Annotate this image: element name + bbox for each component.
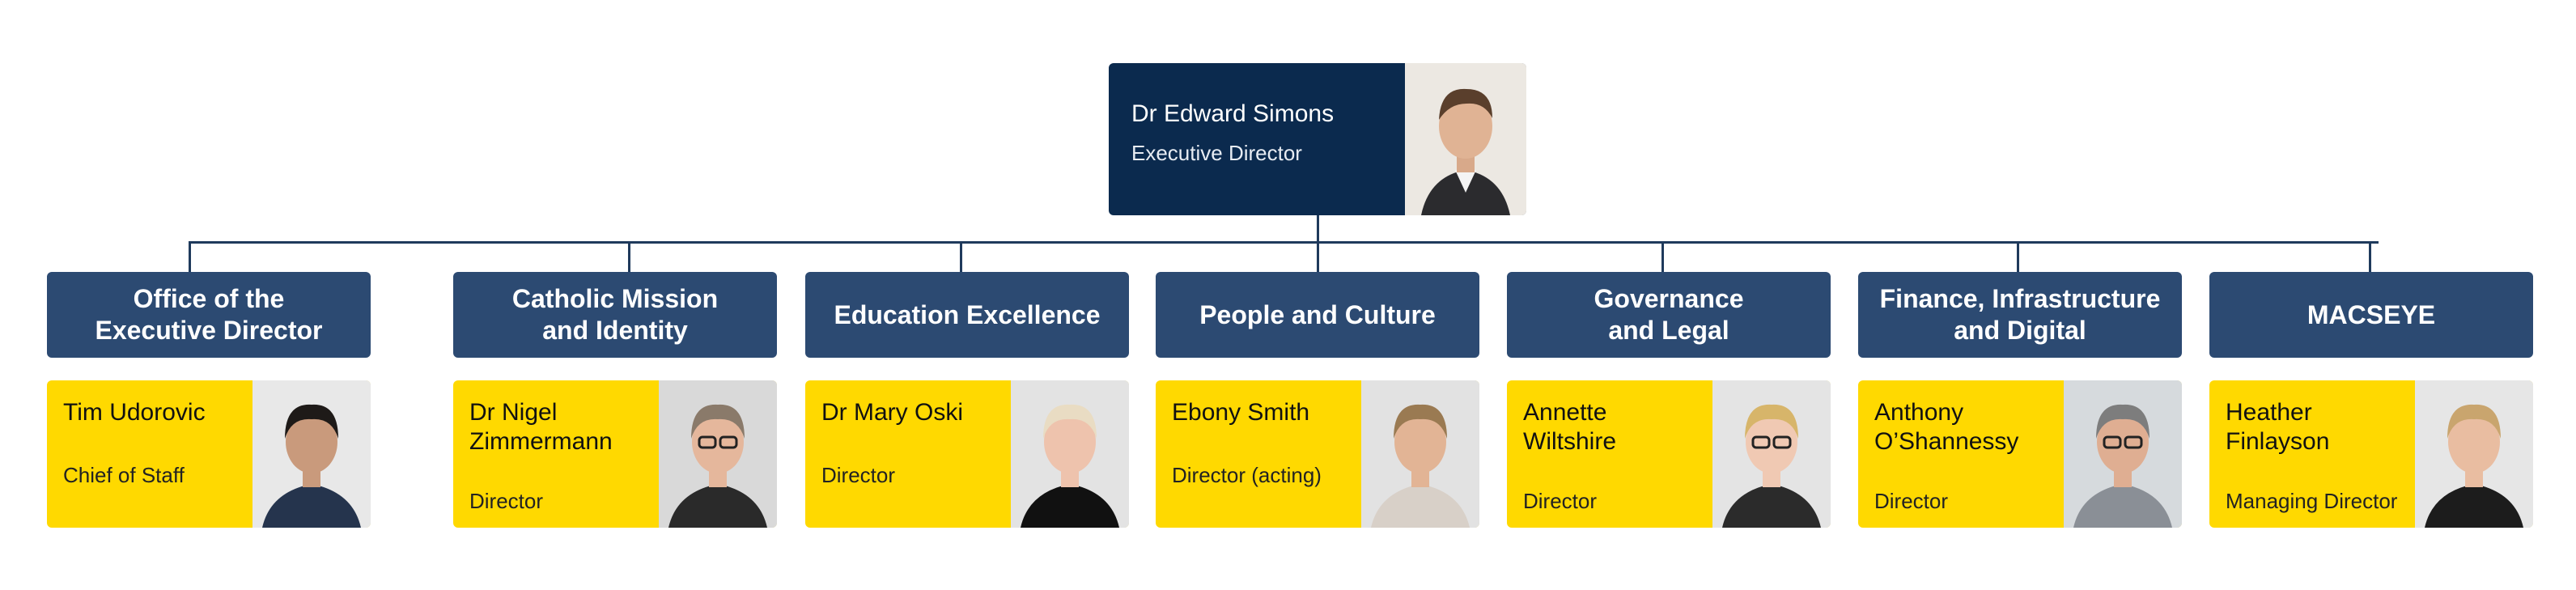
department-header: Office of the Executive Director [47, 272, 371, 358]
person-photo [2064, 380, 2182, 528]
person-photo-icon [1712, 380, 1831, 528]
person-name: Anthony O’Shannessy [1874, 399, 2019, 455]
department-header: People and Culture [1156, 272, 1479, 358]
person-name: Ebony Smith [1172, 399, 1310, 426]
connector-drop [628, 241, 630, 272]
department-header: Finance, Infrastructure and Digital [1858, 272, 2182, 358]
person-photo-icon [659, 380, 777, 528]
connector-trunk [1317, 215, 1319, 243]
person-name: Heather Finlayson [2226, 399, 2330, 455]
executive-photo [1405, 63, 1526, 215]
person-photo [1011, 380, 1129, 528]
person-photo-icon [2064, 380, 2182, 528]
department-header: Governance and Legal [1507, 272, 1831, 358]
person-photo-icon [1361, 380, 1479, 528]
person-role: Director [1874, 489, 1949, 513]
executive-card: Dr Edward Simons Executive Director [1109, 63, 1526, 215]
person-photo [1361, 380, 1479, 528]
department-header: Education Excellence [805, 272, 1129, 358]
executive-role: Executive Director [1131, 141, 1302, 165]
department-header: Catholic Mission and Identity [453, 272, 777, 358]
person-photo [2415, 380, 2533, 528]
connector-drop [189, 241, 191, 272]
connector-bus [189, 241, 2379, 244]
person-photo-icon [253, 380, 371, 528]
connector-drop [1661, 241, 1664, 272]
connector-drop [1317, 241, 1319, 272]
person-name: Dr Mary Oski [821, 399, 963, 426]
person-photo [1712, 380, 1831, 528]
person-role: Managing Director [2226, 489, 2398, 513]
connector-drop [960, 241, 962, 272]
department-header: MACSEYE [2209, 272, 2533, 358]
person-photo [659, 380, 777, 528]
person-role: Director [1523, 489, 1598, 513]
person-role: Director (acting) [1172, 463, 1322, 487]
person-name: Annette Wiltshire [1523, 399, 1617, 455]
person-role: Director [821, 463, 896, 487]
person-photo-icon [1011, 380, 1129, 528]
connector-drop [2017, 241, 2019, 272]
person-photo-icon [2415, 380, 2533, 528]
person-photo-icon [1405, 63, 1526, 215]
connector-drop [2369, 241, 2371, 272]
person-name: Dr Nigel Zimmermann [469, 399, 613, 455]
person-name: Tim Udorovic [63, 399, 206, 426]
person-photo [253, 380, 371, 528]
executive-name: Dr Edward Simons [1131, 100, 1335, 127]
person-role: Director [469, 489, 544, 513]
person-role: Chief of Staff [63, 463, 185, 487]
